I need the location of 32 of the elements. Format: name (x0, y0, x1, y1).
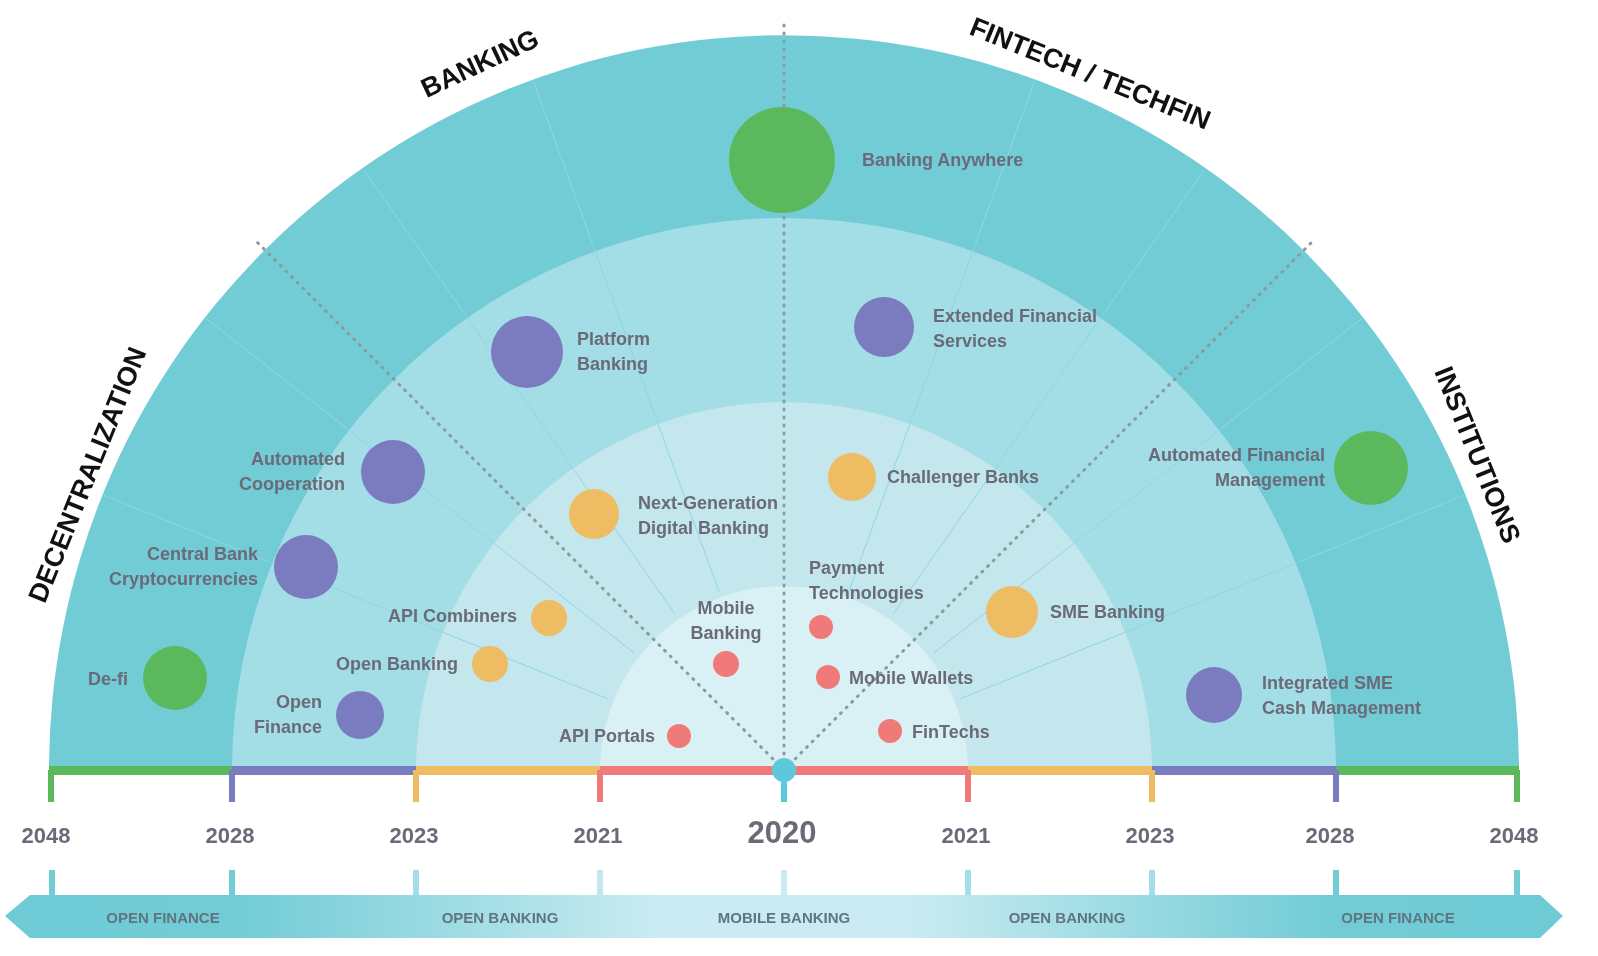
bubble-label: Open Banking (335, 653, 458, 676)
bubble-label: De-fi (87, 668, 128, 691)
bubble-label: Payment Technologies (809, 557, 925, 605)
bubble-label: Mobile Wallets (849, 667, 975, 690)
year-label: 2028 (1305, 823, 1355, 849)
band-label: OPEN FINANCE (106, 908, 220, 926)
bubble-label: SME Banking (1050, 601, 1166, 624)
bubble-label: Automated Cooperation (238, 448, 345, 496)
bubble-label: Next-Generation Digital Banking (638, 492, 780, 540)
year-label: 2048 (1489, 823, 1539, 849)
bubble-label: API Portals (557, 725, 655, 748)
bubble-label: Challenger Banks (887, 466, 1041, 489)
bubble-label: Integrated SME Cash Management (1262, 672, 1423, 720)
bubble-label: FinTechs (912, 721, 991, 744)
bubble-label: Automated Financial Management (1146, 444, 1325, 492)
year-label: 2021 (573, 823, 623, 849)
band-label: OPEN BANKING (1008, 908, 1126, 926)
year-label: 2021 (941, 823, 991, 849)
bubble-label: Platform Banking (577, 328, 651, 376)
year-label: 2028 (205, 823, 255, 849)
bubble-label: API Combiners (386, 605, 517, 628)
band-label: OPEN BANKING (441, 908, 559, 926)
bubble-label: Extended Financial Services (933, 305, 1099, 353)
year-label: 2020 (747, 815, 817, 851)
band-label: OPEN FINANCE (1341, 908, 1455, 926)
year-label: 2048 (21, 823, 71, 849)
bubble-label: Banking Anywhere (862, 149, 1025, 172)
bubble-label: Open Finance (252, 691, 322, 739)
year-label: 2023 (1125, 823, 1175, 849)
bubble-label: Mobile Banking (689, 597, 763, 645)
year-label: 2023 (389, 823, 439, 849)
band-label: MOBILE BANKING (717, 908, 851, 926)
